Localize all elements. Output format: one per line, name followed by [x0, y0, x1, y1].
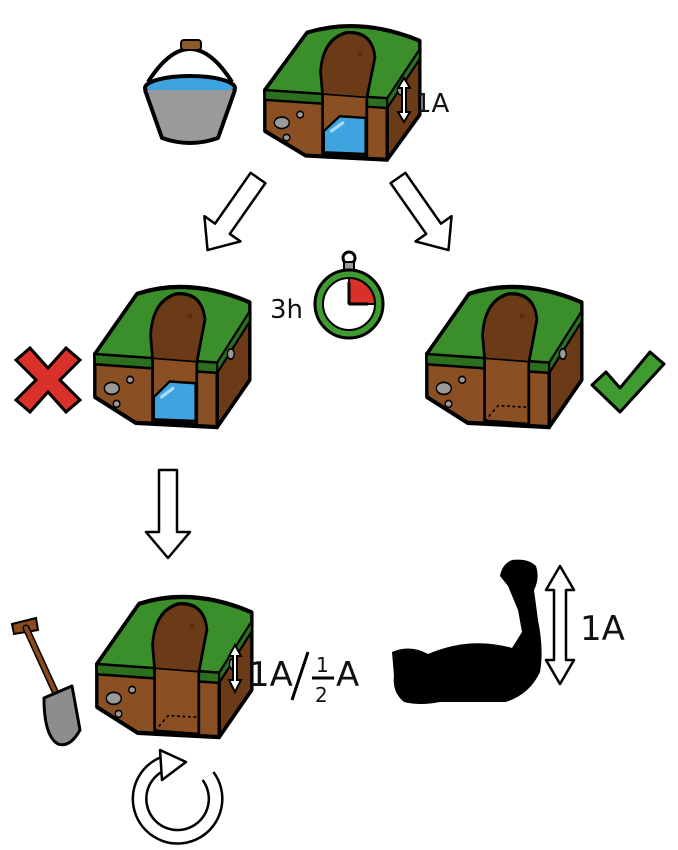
repeat-icon [131, 748, 224, 845]
arm-depth-label: 1A [580, 609, 625, 649]
checkmark-icon [590, 350, 666, 414]
arrow-down-left [188, 164, 278, 264]
flexed-arm-icon [392, 559, 542, 704]
top-depth-arrow [396, 76, 412, 124]
top-depth-label: 1A [415, 89, 450, 119]
fraction-denominator: 2 [315, 683, 328, 707]
middle-right-block [427, 287, 582, 427]
top-hole-block [265, 26, 420, 160]
fraction-slash [290, 651, 310, 701]
bottom-hole-block [97, 597, 252, 737]
timer-label: 3h [270, 295, 303, 325]
fraction-numerator: 1 [316, 653, 329, 677]
arrow-down [144, 468, 192, 560]
cross-icon [13, 345, 83, 415]
bucket-icon [143, 39, 237, 145]
arm-depth-arrow [544, 564, 576, 686]
stopwatch-icon [313, 250, 385, 340]
fraction-unit: A [336, 655, 359, 695]
shovel-icon [10, 616, 82, 747]
middle-left-block [95, 287, 250, 427]
arrow-down-right [378, 164, 468, 264]
bottom-depth-label: 1A [248, 655, 293, 695]
bottom-depth-arrow [227, 642, 243, 695]
